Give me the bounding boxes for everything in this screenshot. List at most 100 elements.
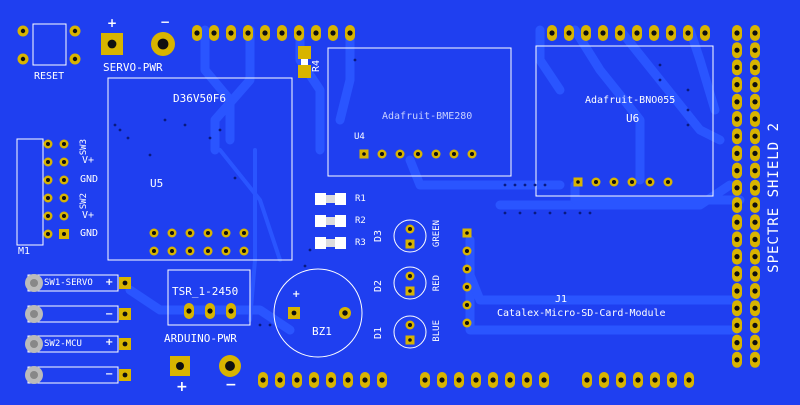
copper-trace bbox=[615, 25, 725, 145]
sw2-plus: + bbox=[105, 337, 114, 348]
via bbox=[523, 183, 527, 187]
pad-hole bbox=[464, 248, 470, 254]
pad-hole bbox=[576, 180, 580, 184]
pad-hole bbox=[464, 302, 470, 308]
pad-hole bbox=[629, 179, 635, 185]
pad-hole bbox=[734, 236, 740, 242]
pad-hole bbox=[752, 82, 758, 88]
pad-hole bbox=[408, 289, 412, 293]
pad-hole bbox=[347, 30, 353, 36]
arduino-pwr-plus: + bbox=[176, 379, 188, 395]
pad-hole bbox=[205, 230, 211, 236]
pad-hole bbox=[345, 377, 351, 383]
pad-hole bbox=[752, 254, 758, 260]
pad-hole bbox=[223, 248, 229, 254]
pad-hole bbox=[328, 377, 334, 383]
pad-hole bbox=[408, 338, 412, 342]
pad-hole bbox=[187, 230, 193, 236]
u6-label: U6 bbox=[626, 112, 640, 125]
pad-hole bbox=[702, 30, 708, 36]
pad-hole bbox=[187, 248, 193, 254]
copper-trace bbox=[570, 25, 645, 185]
via bbox=[533, 183, 537, 187]
pad-hole bbox=[600, 30, 606, 36]
pad-hole bbox=[593, 179, 599, 185]
copper-trace bbox=[535, 25, 565, 95]
pad-hole bbox=[45, 195, 51, 201]
pad-hole bbox=[734, 340, 740, 346]
pad-hole bbox=[45, 159, 51, 165]
tsr-outline bbox=[167, 269, 251, 326]
m1-outline bbox=[16, 138, 44, 246]
gnd-label-2: GND bbox=[80, 228, 99, 239]
pad-hole bbox=[734, 219, 740, 225]
via bbox=[686, 88, 690, 92]
resistor-body bbox=[326, 217, 335, 225]
sw1-plus: + bbox=[105, 277, 114, 288]
pad-hole bbox=[734, 202, 740, 208]
pad-hole bbox=[635, 377, 641, 383]
copper-trace bbox=[218, 148, 282, 262]
pad-hole bbox=[241, 230, 247, 236]
via bbox=[353, 58, 357, 62]
via bbox=[126, 136, 130, 140]
pad-hole bbox=[45, 141, 51, 147]
pad-hole bbox=[584, 377, 590, 383]
pad-hole bbox=[734, 357, 740, 363]
pad-hole bbox=[647, 179, 653, 185]
copper-trace bbox=[495, 180, 735, 210]
pad-hole bbox=[734, 322, 740, 328]
pad-hole bbox=[524, 377, 530, 383]
pad-hole bbox=[313, 30, 319, 36]
pad-hole bbox=[752, 30, 758, 36]
arduino-pwr-label: ARDUINO-PWR bbox=[164, 332, 237, 345]
gnd-label-1: GND bbox=[80, 174, 99, 185]
servo-pwr-minus: − bbox=[160, 15, 171, 29]
bz1-label: BZ1 bbox=[312, 325, 332, 338]
servo-pwr-plus: + bbox=[107, 16, 118, 30]
pad-hole bbox=[61, 141, 67, 147]
pad-hole bbox=[464, 266, 470, 272]
pad-hole bbox=[752, 271, 758, 277]
pad-hole bbox=[469, 151, 475, 157]
pad-hole bbox=[464, 284, 470, 290]
pad-hole bbox=[734, 64, 740, 70]
pad-hole bbox=[618, 377, 624, 383]
via bbox=[543, 183, 547, 187]
u4-label: U4 bbox=[354, 132, 365, 142]
pad-hole bbox=[330, 30, 336, 36]
bme280-outline bbox=[327, 47, 512, 177]
pad-hole bbox=[20, 28, 26, 34]
via bbox=[518, 211, 522, 215]
pad-hole bbox=[422, 377, 428, 383]
switch-lever-center bbox=[30, 371, 38, 379]
d3-led bbox=[393, 219, 427, 253]
pad-hole bbox=[734, 82, 740, 88]
pad-hole bbox=[752, 168, 758, 174]
pad-hole bbox=[541, 377, 547, 383]
pad-hole bbox=[752, 305, 758, 311]
pad-hole bbox=[617, 30, 623, 36]
pad-hole bbox=[752, 64, 758, 70]
pad-hole bbox=[194, 30, 200, 36]
copper-trace bbox=[200, 25, 235, 145]
pad-hole bbox=[490, 377, 496, 383]
pad-hole bbox=[211, 30, 217, 36]
pad-hole bbox=[407, 322, 413, 328]
pad-hole bbox=[122, 372, 128, 378]
pad-hole bbox=[566, 30, 572, 36]
tsr-label: TSR_1-2450 bbox=[172, 285, 239, 298]
via bbox=[563, 211, 567, 215]
pad-hole bbox=[634, 30, 640, 36]
pad-hole bbox=[734, 133, 740, 139]
pad-hole bbox=[752, 288, 758, 294]
pad-hole bbox=[107, 39, 117, 49]
d36-label: D36V50F6 bbox=[173, 92, 226, 105]
pad-hole bbox=[752, 202, 758, 208]
arduino-pwr-minus: − bbox=[225, 377, 237, 393]
d2-label: D2 bbox=[373, 280, 384, 293]
pad-hole bbox=[61, 213, 67, 219]
pad-hole bbox=[734, 254, 740, 260]
resistor-body bbox=[326, 239, 335, 247]
resistor-pad bbox=[335, 215, 346, 227]
